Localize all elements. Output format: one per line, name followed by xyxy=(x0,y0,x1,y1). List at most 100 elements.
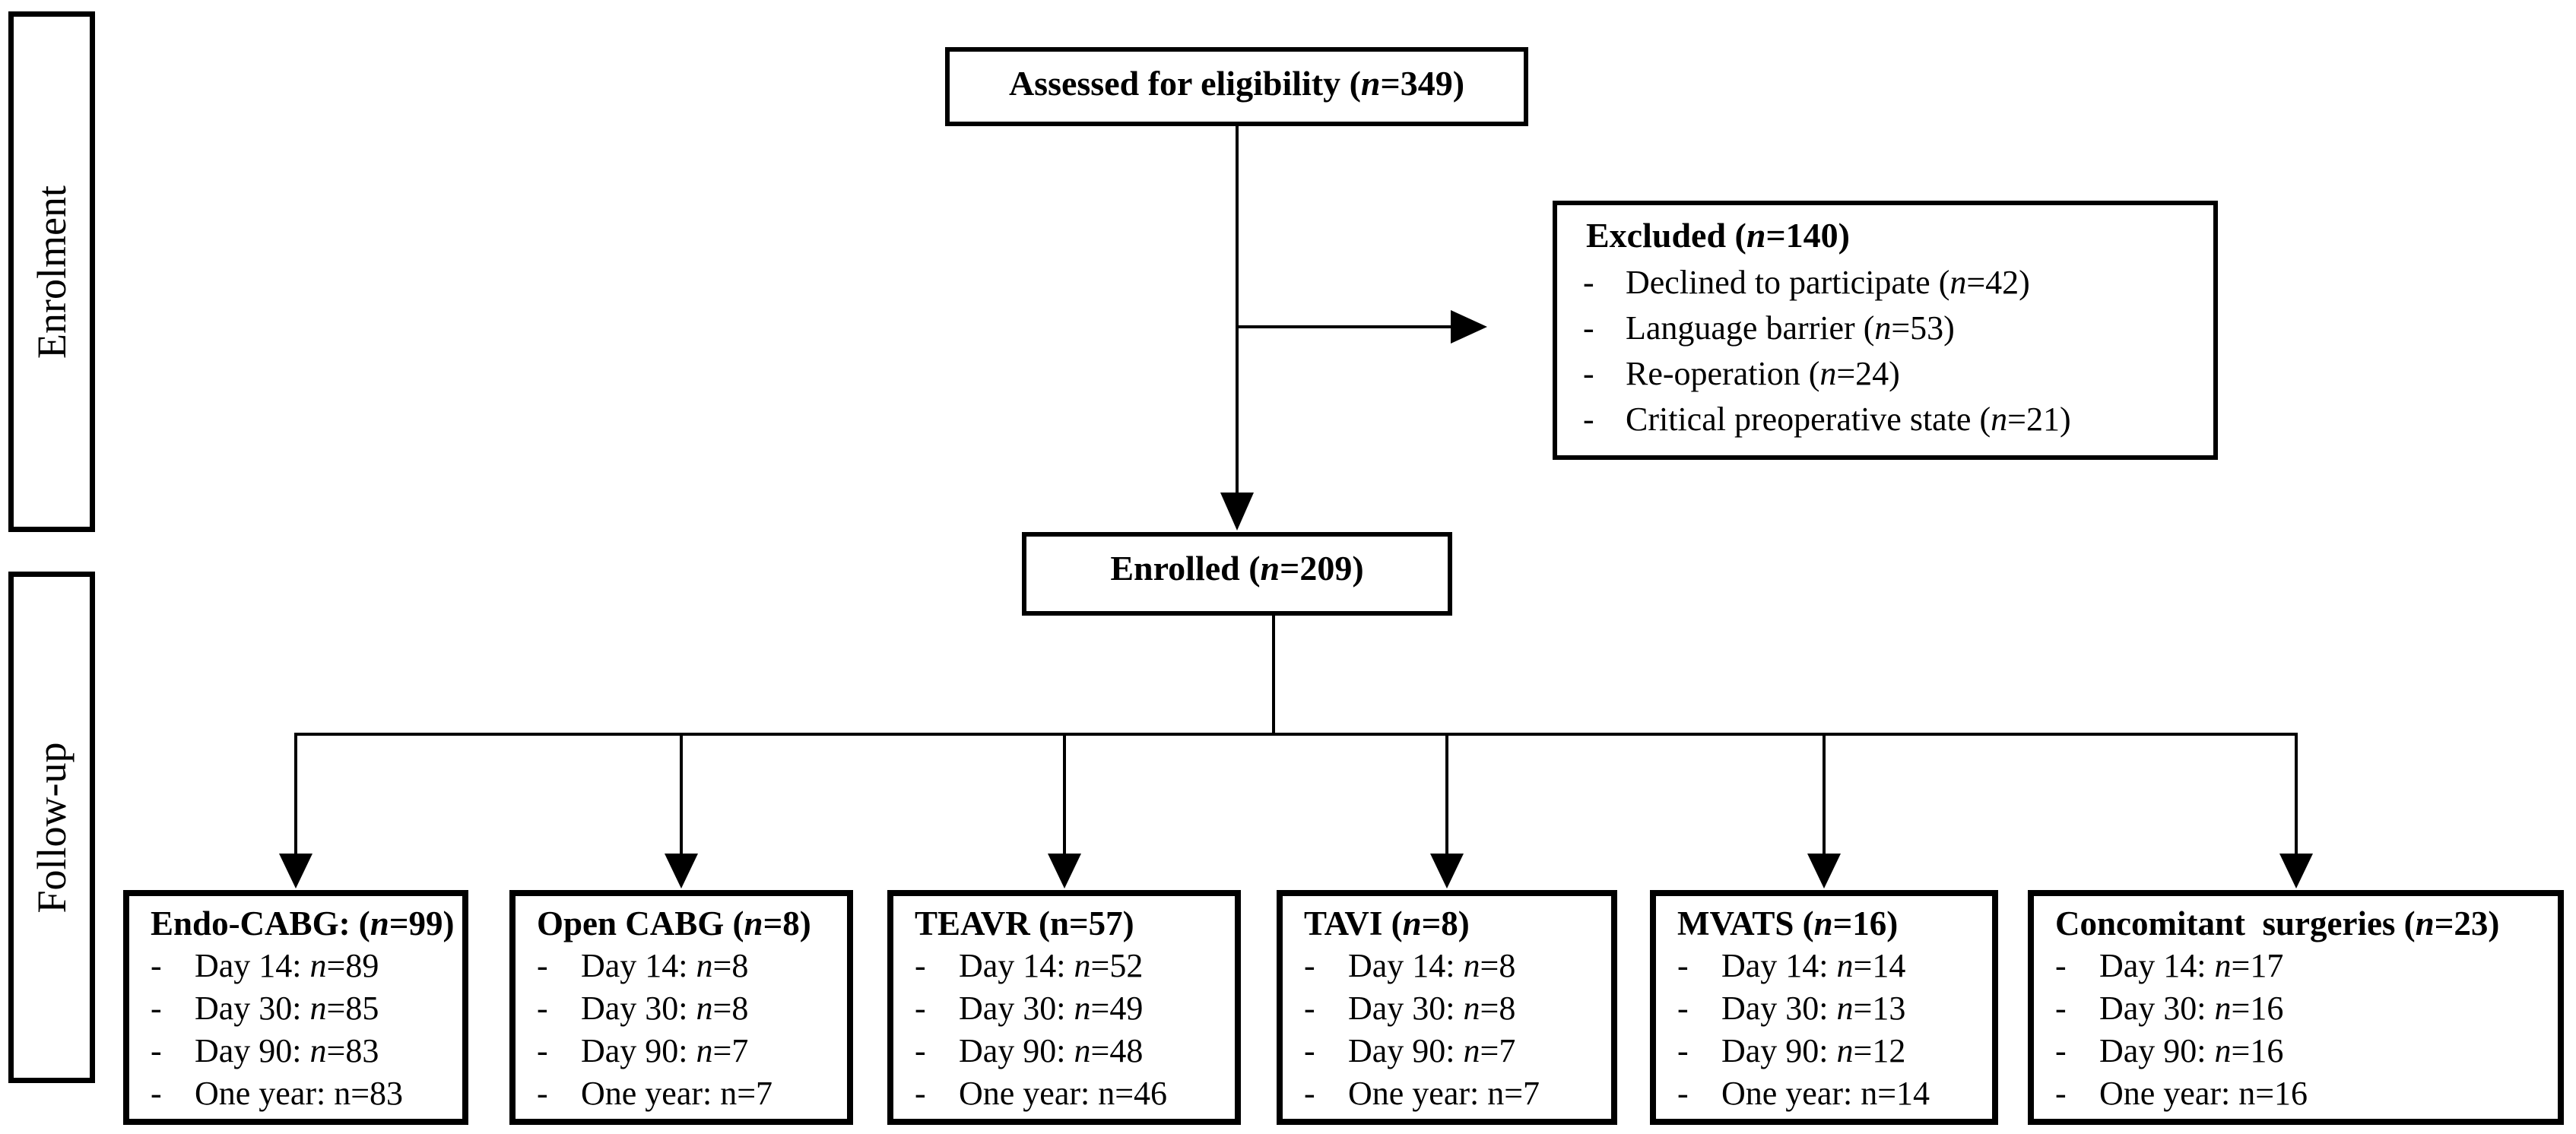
followup-item: -Day 30: n=16 xyxy=(2055,987,2558,1030)
item-text: Day 14: n=8 xyxy=(1348,945,1515,987)
text-run: MVATS ( xyxy=(1677,904,1814,942)
bullet-dash: - xyxy=(151,990,162,1027)
text-run: =16 xyxy=(2231,1032,2284,1069)
text-run: Day 30: xyxy=(1721,990,1837,1027)
group-items: -Day 14: n=8-Day 30: n=8-Day 90: n=7-One… xyxy=(516,945,847,1115)
italic-n-run: n xyxy=(370,904,389,942)
text-run: =8 xyxy=(712,990,749,1027)
phase-label-followup: Follow-up xyxy=(29,741,75,914)
followup-item: -Day 30: n=85 xyxy=(151,987,462,1030)
item-text: Day 30: n=85 xyxy=(195,987,379,1030)
text-run: One year: n=16 xyxy=(2099,1075,2308,1112)
down-arrowhead-icon xyxy=(1048,854,1081,889)
excluded-title: Excluded (n=140) xyxy=(1557,205,2213,260)
text-run: =7 xyxy=(1480,1032,1516,1069)
item-text: Day 14: n=52 xyxy=(959,945,1143,987)
italic-n-run: n xyxy=(696,947,713,984)
italic-n-run: n xyxy=(1463,947,1480,984)
text-run: One year: n=14 xyxy=(1721,1075,1930,1112)
item-text: Day 14: n=89 xyxy=(195,945,379,987)
bullet-dash: - xyxy=(151,1075,162,1112)
bullet-dash: - xyxy=(1677,1032,1689,1069)
followup-group-box-endo-cabg: Endo-CABG: (n=99) -Day 14: n=89-Day 30: … xyxy=(123,890,468,1125)
item-text: One year: n=7 xyxy=(1348,1072,1540,1115)
item-text: Day 30: n=49 xyxy=(959,987,1143,1030)
italic-n-run: n xyxy=(1949,264,1967,301)
text-run: Day 90: xyxy=(2099,1032,2215,1069)
italic-n-run: n xyxy=(1463,1032,1480,1069)
text-run: Re-operation ( xyxy=(1626,355,1820,392)
italic-n-run: n xyxy=(309,947,327,984)
text-run: Day 90: xyxy=(1348,1032,1464,1069)
bullet-dash: - xyxy=(151,1032,162,1069)
bullet-dash: - xyxy=(537,1032,548,1069)
group-title: TAVI (n=8) xyxy=(1283,896,1611,945)
italic-n-run: n xyxy=(2415,904,2435,942)
italic-n-run: n xyxy=(1360,64,1381,103)
italic-n-run: n xyxy=(1074,990,1091,1027)
bullet-dash: - xyxy=(915,947,926,984)
bullet-dash: - xyxy=(1583,264,1594,301)
followup-item: -One year: n=14 xyxy=(1677,1072,1992,1115)
text-run: Day 14: xyxy=(1348,947,1464,984)
followup-item: -Day 14: n=8 xyxy=(537,945,847,987)
text-run: Day 90: xyxy=(959,1032,1074,1069)
followup-item: -Day 14: n=8 xyxy=(1304,945,1611,987)
text-run: =16) xyxy=(1832,904,1899,942)
text-run: One year: n=46 xyxy=(959,1075,1168,1112)
followup-item: -Day 30: n=8 xyxy=(537,987,847,1030)
text-run: =24) xyxy=(1836,355,1900,392)
italic-n-run: n xyxy=(1874,309,1892,347)
italic-n-run: n xyxy=(1819,355,1837,392)
item-text: One year: n=14 xyxy=(1721,1072,1930,1115)
italic-n-run: n xyxy=(309,1032,327,1069)
bullet-dash: - xyxy=(2055,947,2067,984)
item-text: Day 14: n=14 xyxy=(1721,945,1905,987)
assessed-title: Assessed for eligibility (n=349) xyxy=(950,52,1524,105)
text-run: Language barrier ( xyxy=(1626,309,1875,347)
down-arrowhead-icon xyxy=(279,854,312,889)
bullet-dash: - xyxy=(537,1075,548,1112)
bullet-dash: - xyxy=(1583,309,1594,347)
followup-item: -Day 14: n=14 xyxy=(1677,945,1992,987)
down-arrowhead-icon xyxy=(2279,854,2313,889)
excluded-box: Excluded (n=140) -Declined to participat… xyxy=(1553,201,2218,460)
italic-n-run: n xyxy=(1813,904,1833,942)
item-text: Language barrier (n=53) xyxy=(1626,306,1955,351)
group-items: -Day 14: n=17-Day 30: n=16-Day 90: n=16-… xyxy=(2034,945,2558,1115)
item-text: Day 14: n=17 xyxy=(2099,945,2283,987)
text-run: =209) xyxy=(1280,549,1364,588)
text-run: Day 30: xyxy=(1348,990,1464,1027)
item-text: Day 30: n=13 xyxy=(1721,987,1905,1030)
text-run: Assessed for eligibility ( xyxy=(1008,64,1361,103)
excluded-item: -Re-operation (n=24) xyxy=(1583,351,2213,397)
group-title: Endo-CABG: (n=99) xyxy=(129,896,462,945)
followup-item: -Day 90: n=12 xyxy=(1677,1030,1992,1072)
down-arrowhead-icon xyxy=(1430,854,1464,889)
italic-n-run: n xyxy=(1260,549,1280,588)
text-run: =42) xyxy=(1966,264,2030,301)
italic-n-run: n xyxy=(744,904,763,942)
text-run: =8) xyxy=(1421,904,1470,942)
bullet-dash: - xyxy=(1583,401,1594,438)
bullet-dash: - xyxy=(1677,990,1689,1027)
item-text: Re-operation (n=24) xyxy=(1626,351,1900,397)
followup-group-box-concomitant: Concomitant surgeries (n=23) -Day 14: n=… xyxy=(2028,890,2564,1125)
text-run: =85 xyxy=(326,990,379,1027)
followup-item: -Day 14: n=17 xyxy=(2055,945,2558,987)
text-run: One year: n=7 xyxy=(1348,1075,1540,1112)
italic-n-run: n xyxy=(1402,904,1422,942)
phase-box-enrolment: Enrolment xyxy=(8,11,95,532)
italic-n-run: n xyxy=(696,990,713,1027)
italic-n-run: n xyxy=(1746,216,1766,255)
italic-n-run: n xyxy=(1836,1032,1854,1069)
followup-item: -Day 14: n=52 xyxy=(915,945,1235,987)
followup-item: -Day 90: n=48 xyxy=(915,1030,1235,1072)
text-run: =53) xyxy=(1891,309,1955,347)
bullet-dash: - xyxy=(1304,990,1315,1027)
followup-item: -One year: n=7 xyxy=(537,1072,847,1115)
bullet-dash: - xyxy=(2055,1075,2067,1112)
bullet-dash: - xyxy=(537,990,548,1027)
text-run: =140) xyxy=(1765,216,1850,255)
item-text: Day 90: n=16 xyxy=(2099,1030,2283,1072)
